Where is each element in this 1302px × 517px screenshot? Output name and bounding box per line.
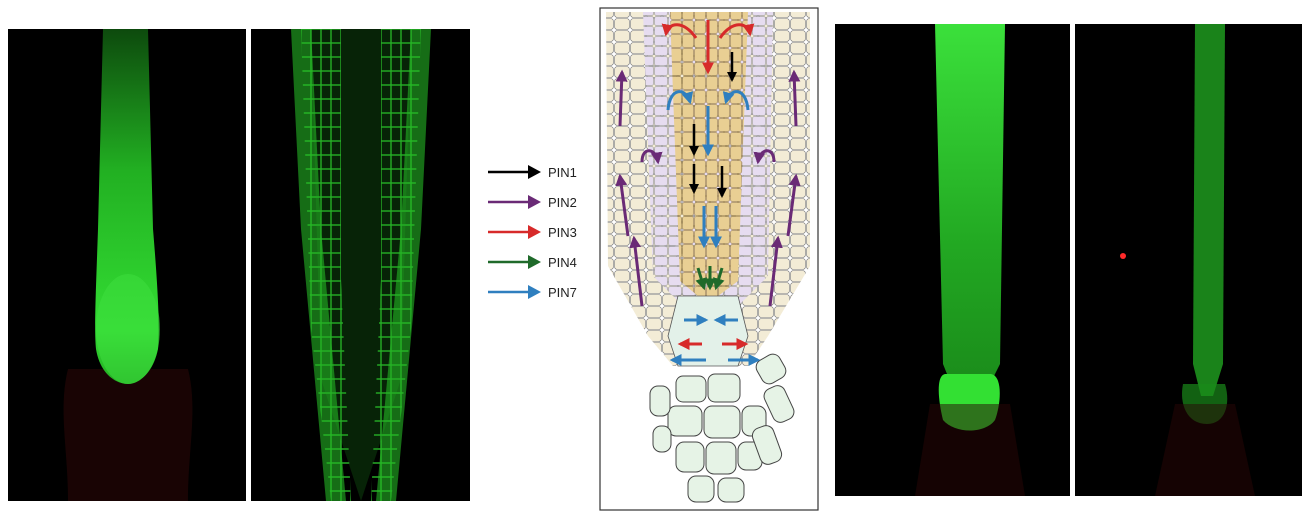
pin-auxin-flow-diagram <box>598 6 820 512</box>
confocal-image-1 <box>8 29 246 501</box>
legend-item-pin1: PIN1 <box>486 157 596 187</box>
confocal-image-3 <box>835 24 1070 496</box>
arrow-icon <box>486 193 542 211</box>
legend-item-pin3: PIN3 <box>486 217 596 247</box>
confocal-image-4 <box>1075 24 1302 496</box>
legend-label: PIN7 <box>548 285 577 300</box>
legend-label: PIN1 <box>548 165 577 180</box>
confocal-image-2 <box>251 29 470 501</box>
arrow-icon <box>486 283 542 301</box>
arrow-icon <box>486 163 542 181</box>
legend-item-pin2: PIN2 <box>486 187 596 217</box>
legend-item-pin4: PIN4 <box>486 247 596 277</box>
arrow-icon <box>486 253 542 271</box>
legend-item-pin7: PIN7 <box>486 277 596 307</box>
legend-label: PIN3 <box>548 225 577 240</box>
legend-label: PIN4 <box>548 255 577 270</box>
arrow-icon <box>486 223 542 241</box>
legend-label: PIN2 <box>548 195 577 210</box>
pin-legend: PIN1 PIN2 PIN3 PIN4 PIN7 <box>486 157 596 307</box>
